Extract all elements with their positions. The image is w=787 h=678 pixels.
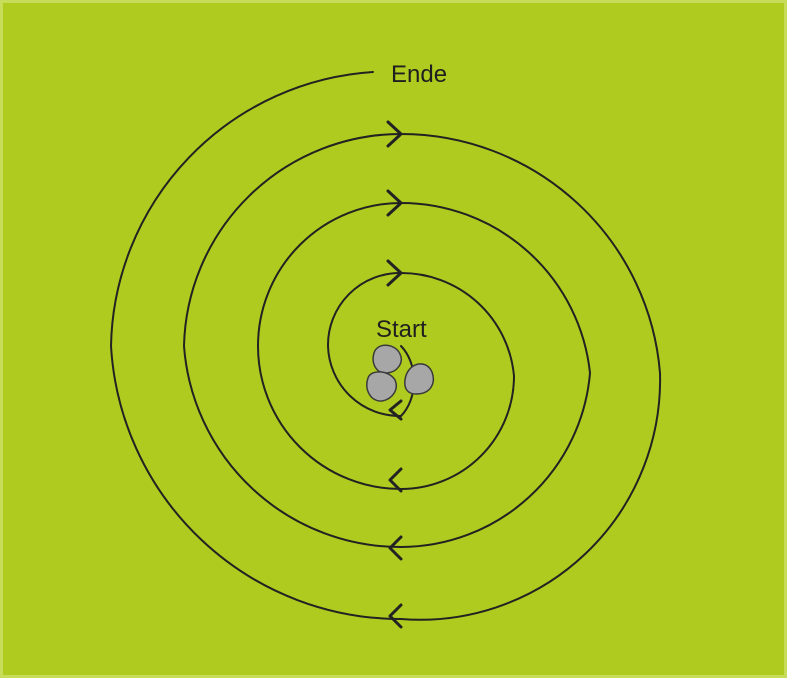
direction-arrow-7 <box>390 605 401 627</box>
spiral-diagram: Start Ende <box>3 3 787 678</box>
stone-top <box>373 345 401 373</box>
start-label: Start <box>376 316 427 343</box>
stone-right <box>405 364 434 394</box>
stone-left <box>367 372 396 401</box>
direction-arrow-6 <box>390 537 401 559</box>
end-label: Ende <box>391 61 447 88</box>
